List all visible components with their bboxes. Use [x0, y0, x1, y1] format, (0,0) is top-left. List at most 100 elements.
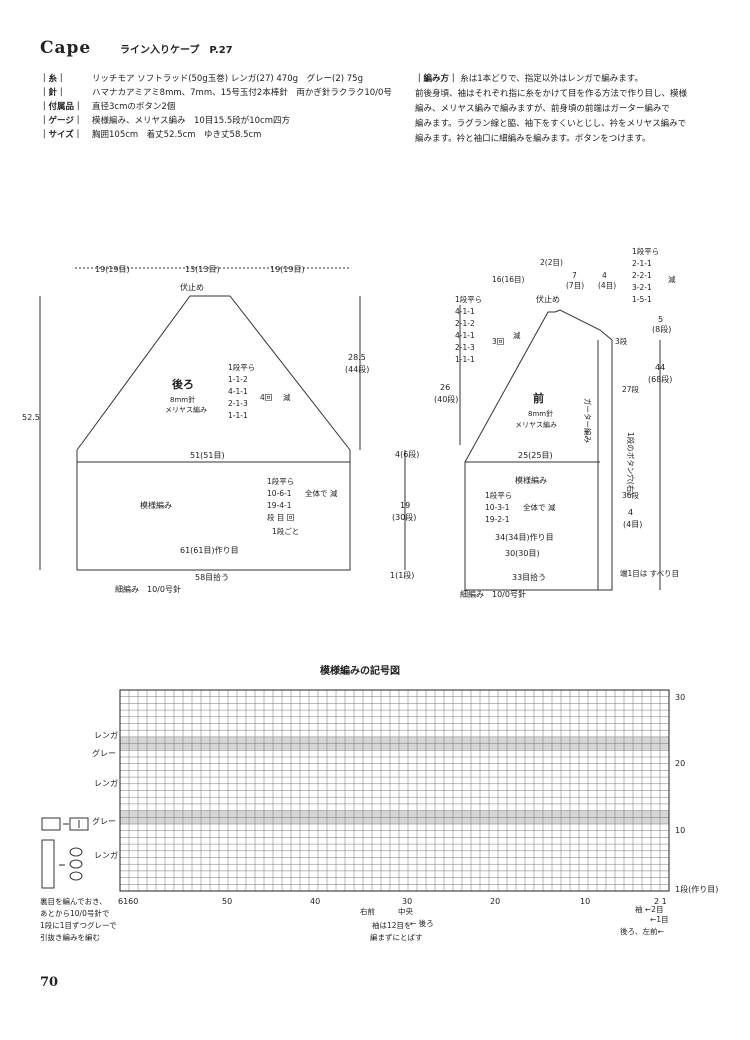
front-g27: 27段 [622, 384, 640, 394]
front-top-4b: (4目) [598, 281, 616, 290]
chart-note-4: ← 後ろ [410, 918, 434, 928]
front-dec-0: 1段平ら [455, 294, 482, 304]
chart-note-2: 袖は12目を [372, 920, 412, 930]
back-needle: 8mm針 [170, 395, 195, 404]
chart-col-10: 10 [580, 897, 590, 906]
front-h4r: (4目) [623, 520, 642, 529]
front-neck-dec-4: 1-5-1 [632, 295, 652, 304]
method-line-2: 前後身頃、袖はそれぞれ指に糸をかけて目を作る方法で作り目し、模様 [415, 89, 688, 99]
front-dec-4: 2-1-3 [455, 343, 475, 352]
back-dec-3: 2-1-3 [228, 399, 248, 408]
back-side-0: 1段平ら [267, 476, 294, 486]
chart-grid [119, 689, 670, 892]
front-edge: 細編み 10/0号針 [460, 589, 526, 599]
back-dec-4: 1-1-1 [228, 411, 248, 420]
spec-size: ｜サイズ｜胸囲105cm 着丈52.5cm ゆき丈58.5cm [40, 130, 262, 140]
chart-col-50: 50 [222, 897, 232, 906]
back-h4: 4(6段) [395, 449, 419, 459]
method-block: ｜編み方｜ 糸は1本どりで、指定以外はレンガで編みます。 前後身頃、袖はそれぞれ… [415, 72, 715, 147]
back-dec-label: 減 [283, 392, 291, 402]
back-dec-0: 1段平ら [228, 362, 255, 372]
chart-note-0: 右前 [360, 906, 375, 916]
front-side-1: 10-3-1 [485, 503, 510, 512]
front-pickup: 33目拾う [512, 572, 546, 582]
front-h44r: (68段) [648, 374, 672, 384]
front-top-3: 7 [572, 271, 577, 280]
back-raglan-rows: (44段) [345, 364, 369, 374]
chart-row-10: 10 [675, 826, 685, 835]
front-h26r: (40段) [434, 394, 458, 404]
legend-slip-symbol [41, 839, 55, 889]
legend-eq-2: ＝ [58, 861, 66, 870]
front-end-note: 端1目は すべり目 [620, 568, 679, 578]
back-h1: 1(1段) [390, 570, 414, 580]
chart-col-30: 30 [402, 897, 412, 906]
back-dim-1: 19(19目) [95, 265, 130, 274]
back-dim-2: 13(13目) [185, 265, 220, 274]
back-dim-3: 19(19目) [270, 265, 305, 274]
back-dec-2: 4-1-1 [228, 387, 248, 396]
legend-eq: ＝ [62, 820, 70, 829]
legend-note-1: あとから10/0号針で [40, 908, 109, 918]
front-needle: 8mm針 [528, 409, 553, 418]
back-dec-1: 1-1-2 [228, 375, 248, 384]
front-h5: 5 [658, 315, 663, 324]
chart-label-3: グレー [92, 816, 116, 826]
spec-notions: ｜付属品｜直径3cmのボタン2個 [40, 102, 176, 112]
front-dec-rep: 3回 [492, 337, 504, 346]
back-edge: 細編み 10/0号針 [115, 584, 181, 594]
chart-label-0: レンガ [94, 730, 118, 740]
spec-yarn: ｜糸｜リッチモア ソフトラッド(50g玉巻) レンガ(27) 470g グレー(… [40, 74, 363, 84]
chart-row-1: 1段(作り目) [675, 884, 718, 894]
front-name: 前 [533, 391, 544, 405]
schematics: 19(19目) 13(13目) 19(19目) 伏止め 52.5 28.5 (4… [22, 246, 679, 599]
back-cast-on: 61(61目)作り目 [180, 545, 239, 555]
front-side-2: 19-2-1 [485, 515, 510, 524]
legend-note-3: 引抜き編みを編む [40, 932, 100, 942]
front-h4: 4 [628, 508, 633, 517]
back-piece-outline [76, 295, 351, 571]
front-h5r: (8段) [652, 324, 671, 334]
legend-note-0: 裏目を編んでおき、 [40, 896, 107, 906]
back-h19: 19 [400, 501, 410, 510]
chart-label-2: レンガ [94, 778, 118, 788]
front-neck-dec-1: 2-1-1 [632, 259, 652, 268]
spec-needle: ｜針｜ハマナカアミアミ8mm、7mm、15号玉付2本棒針 両かぎ針ラクラク10/… [40, 88, 392, 98]
front-neck-dec-0: 1段平ら [632, 246, 659, 256]
front-neck-label: 減 [668, 274, 676, 284]
front-stitch: メリヤス編み [515, 420, 557, 429]
method-line-5: 編みます。衿と袖口に細編みを編みます。ボタンをつけます。 [415, 134, 651, 144]
chart-right-1: ←1目 [650, 915, 669, 924]
back-side-1: 10-6-1 [267, 489, 292, 498]
legend-empty-symbol [41, 817, 61, 831]
method-line-1: ｜編み方｜ 糸は1本どりで、指定以外はレンガで編みます。 [415, 74, 643, 84]
back-pattern: 模様編み [140, 500, 172, 510]
front-width: 25(25目) [518, 451, 553, 460]
chart-row-20: 20 [675, 759, 685, 768]
chart-col-61: 6160 [118, 897, 138, 906]
front-piece-outline [464, 309, 613, 591]
pattern-title: Cape [40, 38, 92, 58]
front-cast-on: 34(34目)作り目 [495, 532, 554, 542]
chart-label-1: グレー [92, 748, 116, 758]
front-g36: 36段 [622, 490, 640, 500]
back-height: 52.5 [22, 413, 40, 422]
chart-right-2: 後ろ、左前← [620, 926, 664, 936]
front-neck-dec-2: 2-2-1 [632, 271, 652, 280]
chart-right-0: 袖 ←2目 [635, 904, 663, 914]
back-pickup: 58目拾う [195, 572, 229, 582]
back-side-2: 19-4-1 [267, 501, 292, 510]
back-width: 51(51目) [190, 451, 225, 460]
pattern-subtitle: ライン入りケープ P.27 [120, 45, 233, 56]
back-neck: 伏止め [180, 282, 204, 292]
front-h44: 44 [655, 363, 665, 372]
chart-row-30: 30 [675, 693, 685, 702]
front-btn: 1段のボタン穴(右) [626, 432, 636, 495]
chart-note-1: 中央 [398, 906, 413, 916]
chart-col-20: 20 [490, 897, 500, 906]
front-dec-label: 減 [513, 330, 521, 340]
legend-note-2: 1段に1目ずつグレーで [40, 920, 117, 930]
chart-col-1: 2 1 [654, 897, 667, 906]
chart-col-40: 40 [310, 897, 320, 906]
front-garter: ガーター編み [583, 398, 593, 443]
